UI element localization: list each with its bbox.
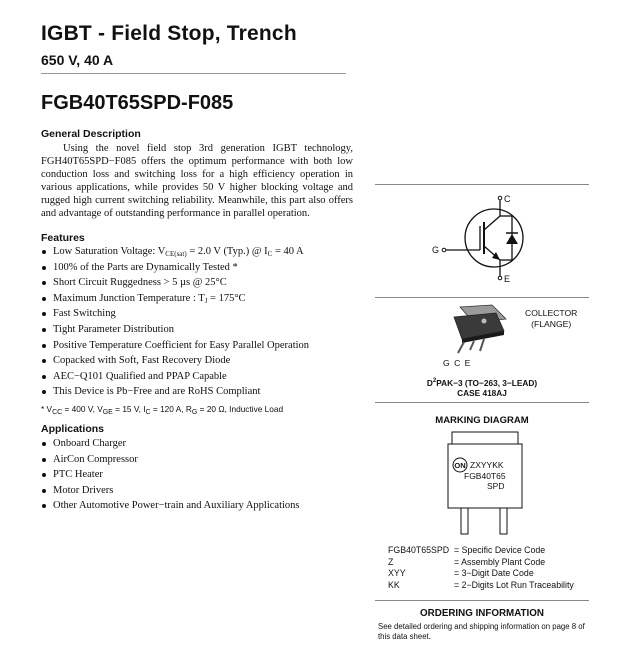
applications-heading: Applications [41, 423, 105, 435]
marking-line-2: FGB40T65 [464, 471, 506, 481]
marking-line-1: ZXYYKK [470, 460, 504, 470]
package-pin-labels: G C E [443, 358, 472, 368]
bullet-icon [42, 390, 46, 395]
ordering-information-text: See detailed ordering and shipping infor… [378, 622, 585, 641]
list-item: This Device is Pb−Free and are RoHS Comp… [41, 384, 353, 400]
emitter-label: E [504, 274, 510, 284]
list-item: 100% of the Parts are Dynamically Tested… [41, 260, 353, 276]
features-footnote: * VCC = 400 V, VGE = 15 V, IC = 120 A, R… [41, 404, 284, 416]
bullet-icon [42, 359, 46, 364]
list-item: AEC−Q101 Qualified and PPAP Capable [41, 369, 353, 385]
list-item: AirCon Compressor [41, 452, 353, 468]
collector-flange-label: COLLECTOR (FLANGE) [525, 308, 578, 329]
features-list: Low Saturation Voltage: VCE(sat) = 2.0 V… [41, 244, 353, 400]
bullet-icon [42, 250, 46, 254]
list-item: Copacked with Soft, Fast Recovery Diode [41, 353, 353, 369]
bullet-icon [42, 457, 46, 462]
list-item: Other Automotive Power−train and Auxilia… [41, 498, 353, 514]
bullet-icon [42, 265, 46, 270]
legend-row: KK= 2−Digits Lot Run Traceability [388, 579, 574, 590]
on-logo-text: ON [454, 461, 465, 470]
right-divider-4 [375, 600, 589, 601]
bullet-icon [42, 327, 46, 332]
marking-diagram-icon: ON ZXYYKK FGB40T65 SPD [447, 431, 523, 535]
bullet-icon [42, 473, 46, 478]
d2pak-package-icon [453, 304, 507, 354]
general-description-text: Using the novel field stop 3rd generatio… [41, 143, 353, 220]
part-number: FGB40T65SPD-F085 [41, 92, 234, 114]
applications-list: Onboard Charger AirCon Compressor PTC He… [41, 436, 353, 514]
legend-row: FGB40T65SPD= Specific Device Code [388, 545, 546, 555]
legend-row: Z= Assembly Plant Code [388, 556, 546, 567]
bullet-icon [42, 504, 46, 509]
bullet-icon [42, 296, 46, 301]
list-item: Fast Switching [41, 306, 353, 322]
bullet-icon [42, 374, 46, 379]
header-divider [41, 73, 346, 74]
bullet-icon [42, 442, 46, 446]
list-item: Onboard Charger [41, 436, 353, 452]
features-heading: Features [41, 232, 85, 244]
gate-label: G [432, 245, 439, 255]
marking-line-3: SPD [487, 481, 504, 491]
document-title: IGBT - Field Stop, Trench [41, 22, 297, 45]
list-item: Low Saturation Voltage: VCE(sat) = 2.0 V… [41, 244, 353, 260]
list-item: PTC Heater [41, 467, 353, 483]
package-name: D2PAK−3 (TO−263, 3−LEAD) CASE 418AJ [426, 377, 538, 398]
bullet-icon [42, 312, 46, 317]
right-divider-2 [375, 297, 589, 298]
collector-label: C [504, 194, 511, 204]
list-item: Tight Parameter Distribution [41, 322, 353, 338]
list-item: Positive Temperature Coefficient for Eas… [41, 338, 353, 354]
legend-row: XYY= 3−Digit Date Code [388, 568, 534, 578]
list-item: Short Circuit Ruggedness > 5 µs @ 25°C [41, 275, 353, 291]
marking-legend: FGB40T65SPD= Specific Device Code Z= Ass… [388, 545, 574, 591]
list-item: Maximum Junction Temperature : TJ = 175°… [41, 291, 353, 307]
general-description-heading: General Description [41, 128, 141, 140]
document-subtitle: 650 V, 40 A [41, 52, 114, 68]
right-divider-3 [375, 402, 589, 403]
ordering-information-heading: ORDERING INFORMATION [420, 608, 544, 619]
bullet-icon [42, 281, 46, 286]
marking-diagram-heading: MARKING DIAGRAM [435, 415, 529, 426]
bullet-icon [42, 343, 46, 348]
list-item: Motor Drivers [41, 483, 353, 499]
bullet-icon [42, 488, 46, 493]
igbt-symbol-icon: C G E [432, 194, 524, 284]
right-divider-1 [375, 184, 589, 185]
